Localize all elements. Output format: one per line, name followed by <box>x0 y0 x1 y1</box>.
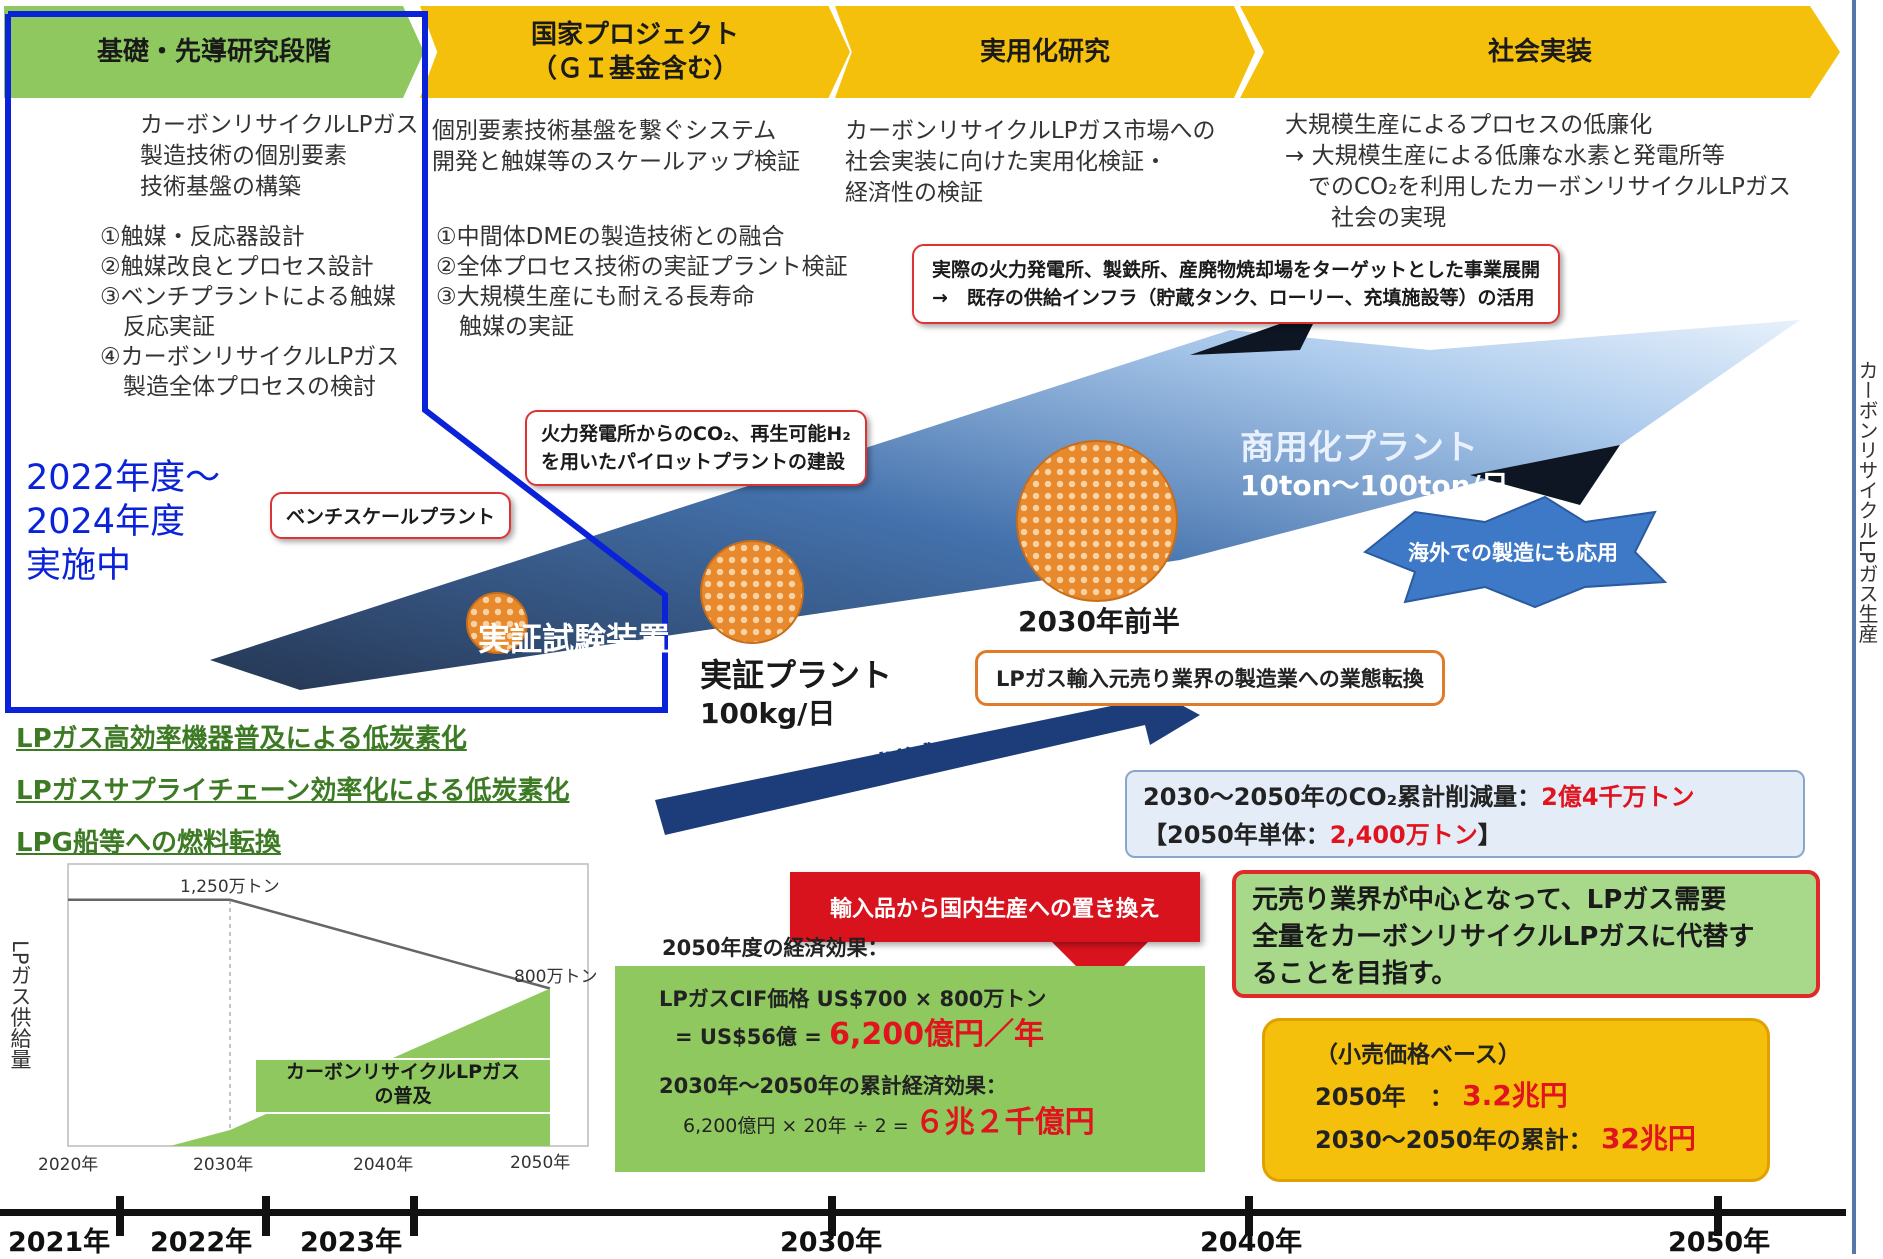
retail-row2-label: 2030～2050年の累計： <box>1315 1126 1593 1154</box>
timeline-tick <box>1714 1196 1722 1236</box>
pilot-callout-line1: 火力発電所からのCO₂、再生可能H₂ <box>541 423 851 445</box>
phase-practical: 実用化研究 <box>835 6 1255 98</box>
economic-line3: 2030年～2050年の累計経済効果： <box>659 1074 1007 1098</box>
pilot-callout-line2: を用いたパイロットプラントの建設 <box>541 451 846 473</box>
supply-label-800: 800万トン <box>514 967 598 987</box>
basic-item: ①触媒・反応器設計 <box>100 224 305 250</box>
low-carbon-line: LPガス高効率機器普及による低炭素化 <box>16 724 467 754</box>
low-carbon-line: LPG船等への燃料転換 <box>16 828 281 858</box>
pilot-plant-circle <box>700 540 804 644</box>
side-label: カーボンリサイクルLPガス生産 <box>1855 360 1879 644</box>
goal-box: 元売り業界が中心となって、LPガス需要 全量をカーボンリサイクルLPガスに代替す… <box>1232 870 1820 998</box>
basic-items: ①触媒・反応器設計 ②触媒改良とプロセス設計 ③ベンチプラントによる触媒 反応実… <box>100 222 399 402</box>
overseas-label: 海外での製造にも応用 <box>1408 541 1618 565</box>
timeline-year: 2022年 <box>150 1227 253 1258</box>
business-callout-line1: 実際の火力発電所、製鉄所、産廃物焼却場をターゲットとした事業展開 <box>932 259 1541 281</box>
test-device-capacity: 10kg/日 <box>478 661 594 694</box>
timeline-year: 2040年 <box>1200 1227 1303 1258</box>
commercial-plant-circle <box>1016 440 1178 602</box>
national-desc: 個別要素技術基盤を繋ぐシステム 開発と触媒等のスケールアップ検証 <box>432 118 800 175</box>
timeline-tick <box>410 1196 418 1236</box>
highlight-line3: 実施中 <box>26 546 132 586</box>
phase-practical-label: 実用化研究 <box>979 37 1110 67</box>
supply-line <box>68 898 551 990</box>
national-item: ①中間体DMEの製造技術との融合 <box>436 224 785 250</box>
national-item: ③大規模生産にも耐える長寿命 触媒の実証 <box>436 284 755 340</box>
bench-plant-circle <box>466 592 528 654</box>
economic-line4-prefix: 6,200億円 × 20年 ÷ 2 = <box>683 1115 915 1137</box>
retail-title: （小売価格ベース） <box>1315 1042 1521 1068</box>
supply-tick: 2030年 <box>193 1155 254 1175</box>
supply-label-1250: 1,250万トン <box>180 877 280 897</box>
economic-line4-value: ６兆２千億円 <box>914 1105 1095 1140</box>
reduction-line2-prefix: 【2050年単体： <box>1143 821 1330 849</box>
retail-box: （小売価格ベース） 2050年 ： 3.2兆円 2030～2050年の累計： 3… <box>1262 1018 1770 1182</box>
carbon-recycle-area-label: カーボンリサイクルLPガス の普及 <box>254 1058 552 1114</box>
supply-ylabel: LPガス供給量 <box>8 940 32 1070</box>
timeline-year: 2050年 <box>1668 1227 1771 1258</box>
replace-pointer <box>1040 930 1160 990</box>
timeline-axis <box>0 1209 1846 1216</box>
national-item: ②全体プロセス技術の実証プラント検証 <box>436 254 848 280</box>
overseas-burst <box>1363 495 1668 609</box>
basic-item: ②触媒改良とプロセス設計 <box>100 254 374 280</box>
timeline-tick <box>828 1196 836 1236</box>
early-2030-label: 2030年前半 <box>1018 605 1180 638</box>
phase-social: 社会実装 <box>1240 6 1840 98</box>
highlight-line2: 2024年度 <box>26 502 186 542</box>
timeline-year: 2021年 <box>8 1227 111 1258</box>
practical-desc: カーボンリサイクルLPガス市場への 社会実装に向けた実用化検証・ 経済性の検証 <box>845 118 1216 206</box>
economic-line2-prefix: = US$56億 = <box>675 1025 830 1049</box>
phase-national-sublabel: （ＧＩ基金含む） <box>530 54 739 84</box>
phase-national: 国家プロジェクト （ＧＩ基金含む） <box>420 6 850 98</box>
basic-desc: カーボンリサイクルLPガス 製造技術の個別要素 技術基盤の構築 <box>140 112 419 200</box>
economic-box: LPガスCIF価格 US$700 × 800万トン = US$56億 = 6,2… <box>615 966 1205 1172</box>
national-items: ①中間体DMEの製造技術との融合 ②全体プロセス技術の実証プラント検証 ③大規模… <box>436 222 848 342</box>
growth-arrow <box>210 310 1800 835</box>
economic-title: 2050年度の経済効果： <box>662 936 889 960</box>
phase-national-label: 国家プロジェクト <box>530 20 739 50</box>
economic-line1: LPガスCIF価格 US$700 × 800万トン <box>659 987 1047 1011</box>
reduction-line1-prefix: 2030～2050年のCO₂累計削減量： <box>1143 783 1542 811</box>
phase-basic: 基礎・先導研究段階 <box>4 6 424 98</box>
highlight-line1: 2022年度～ <box>26 458 221 498</box>
reduction-line1-value: 2億4千万トン <box>1541 783 1695 811</box>
supply-tick: 2040年 <box>353 1155 414 1175</box>
timeline-year: 2030年 <box>780 1227 883 1258</box>
reduction-line2-value: 2,400万トン <box>1329 821 1478 849</box>
low-carbon-line: LPガスサプライチェーン効率化による低炭素化 <box>16 776 570 806</box>
reduction-box: 2030～2050年のCO₂累計削減量：2億4千万トン 【2050年単体：2,4… <box>1125 770 1805 858</box>
phase-social-label: 社会実装 <box>1487 37 1592 67</box>
reduction-line2-suffix: 】 <box>1477 821 1502 849</box>
timeline-year: 2023年 <box>300 1227 403 1258</box>
supply-tick: 2020年 <box>38 1155 99 1175</box>
retail-row2-value: 32兆円 <box>1600 1122 1696 1155</box>
business-callout-line2: → 既存の供給インフラ（貯蔵タンク、ローリー、充填施設等）の活用 <box>932 287 1535 309</box>
timeline-tick <box>116 1196 124 1236</box>
commercial-plant-name: 商用化プラント <box>1240 428 1478 468</box>
industry-callout: LPガス輸入元売り業界の製造業への業態転換 <box>975 650 1445 706</box>
timeline-tick <box>262 1196 270 1236</box>
basic-item: ④カーボンリサイクルLPガス 製造全体プロセスの検討 <box>100 344 400 400</box>
supply-tick: 2050年 <box>510 1153 571 1173</box>
retail-row1-label: 2050年 ： <box>1315 1083 1454 1111</box>
demo-plant-name: 実証プラント <box>700 656 893 694</box>
business-callout: 実際の火力発電所、製鉄所、産廃物焼却場をターゲットとした事業展開 → 既存の供給… <box>912 244 1561 324</box>
timeline-tick <box>1245 1196 1253 1236</box>
social-desc: 大規模生産によるプロセスの低廉化 → 大規模生産による低廉な水素と発電所等 での… <box>1285 112 1791 231</box>
phase-basic-label: 基礎・先導研究段階 <box>96 37 331 67</box>
commercial-plant-capacity: 10ton～100ton/日 <box>1240 469 1509 502</box>
right-border <box>1852 0 1856 1254</box>
test-device-name: 実証試験装置 <box>478 620 671 658</box>
pilot-callout: 火力発電所からのCO₂、再生可能H₂ を用いたパイロットプラントの建設 <box>525 410 867 486</box>
highlight-period: 2022年度～ 2024年度 実施中 <box>26 456 220 588</box>
replace-banner: 輸入品から国内生産への置き換え <box>790 872 1200 942</box>
highlight-frame <box>5 11 668 713</box>
demo-plant-capacity: 100kg/日 <box>700 697 836 730</box>
supply-chart <box>67 863 589 1147</box>
basic-item: ③ベンチプラントによる触媒 反応実証 <box>100 284 396 340</box>
economic-line2-value: 6,200億円／年 <box>829 1017 1045 1052</box>
retail-row1-value: 3.2兆円 <box>1462 1079 1568 1112</box>
bench-callout: ベンチスケールプラント <box>270 492 512 539</box>
